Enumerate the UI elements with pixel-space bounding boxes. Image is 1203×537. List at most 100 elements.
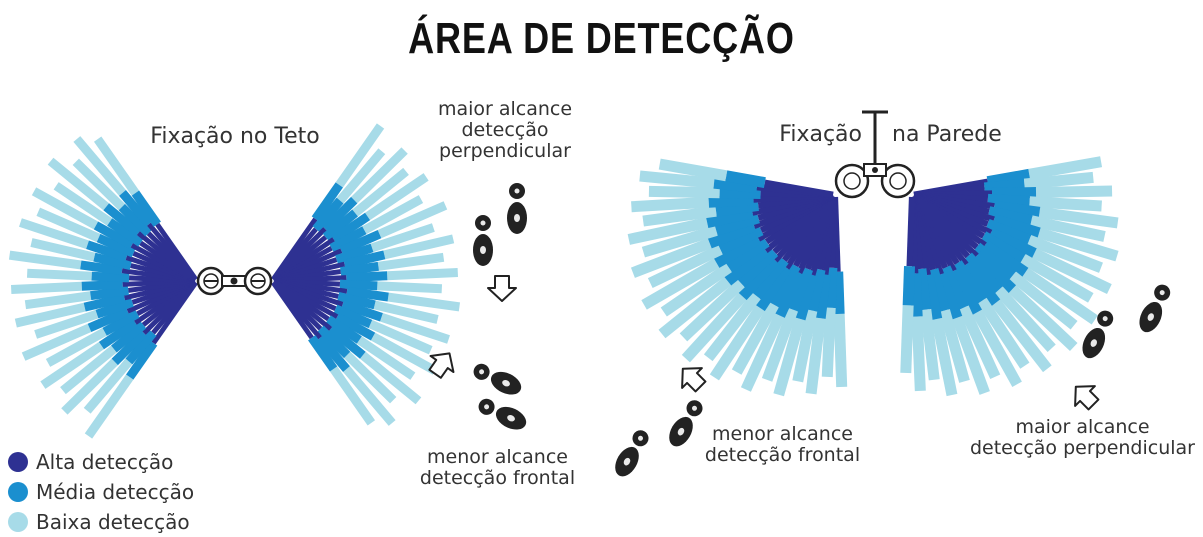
footprint-ceiling-bottom-2 — [478, 398, 527, 430]
ceiling-fan-left-ray — [95, 298, 134, 319]
ceiling-fan-right-ray — [333, 304, 373, 329]
footprint-ceiling-top-2-heel-mark — [480, 220, 486, 226]
wall-fan-left-ray — [755, 264, 792, 312]
wall-fan-right-ray — [1028, 156, 1103, 180]
footprint-wall-left-2-mark — [677, 427, 685, 436]
wall-fan-right-ray — [993, 200, 1041, 218]
ceiling-fan-left-ray — [96, 233, 136, 258]
ceiling-fan-right-ray — [311, 182, 343, 222]
ceiling-fan-right-ray — [351, 147, 408, 204]
footprint-wall-right-2 — [1139, 284, 1171, 333]
footprint-ceiling-bottom-2-heel-mark — [484, 404, 490, 410]
ceiling-fan-left-ray — [31, 187, 99, 230]
ceiling-fan-left-ray — [125, 330, 157, 365]
ceiling-fan-right-ray — [365, 173, 429, 221]
legend-item-medium: Média detecção — [8, 477, 194, 507]
ceiling-fan-right-ray — [341, 300, 383, 322]
ceiling-fan-left-ray — [84, 374, 134, 439]
wall-fan-right-ray — [983, 178, 1025, 194]
ceiling-fan-right-ray — [356, 336, 416, 380]
wall-fan-left-ray — [821, 307, 836, 378]
ceiling-note-top: maior alcance detecção perpendicular — [420, 99, 590, 162]
wall-fan-left-ray — [737, 247, 779, 288]
ceiling-fan-right-ray — [312, 197, 344, 232]
ceiling-fan-right-ray — [377, 252, 445, 271]
wall-fan-left-ray — [679, 279, 745, 342]
wall-fan-left-ray — [719, 187, 761, 200]
ceiling-fan-right-ray — [335, 312, 376, 341]
ceiling-fan-right-ray — [337, 292, 376, 310]
wall-note-right-line2: detecção perpendicular — [969, 437, 1195, 459]
ceiling-fan-left-ray — [60, 345, 117, 395]
wall-fan-right-ray — [1037, 227, 1119, 262]
arrow-ceiling-up-icon-shape — [428, 352, 455, 379]
wall-fan-right-ray — [1020, 254, 1094, 303]
ceiling-fan-left-ray — [155, 222, 198, 281]
ceiling-fan-right-ray — [352, 167, 409, 217]
legend-dot-high — [8, 452, 28, 472]
ceiling-fan-right-ray — [346, 271, 388, 283]
ceiling-fan-left-ray — [91, 271, 130, 283]
wall-fan-left-ray — [724, 246, 770, 286]
arrow-wall-right-icon — [1074, 385, 1100, 411]
wall-fan-left-ray — [627, 217, 709, 245]
wall-fan-left-ray — [648, 185, 720, 199]
ceiling-fan-right-ray — [386, 268, 459, 281]
wall-fan-left-ray — [805, 317, 826, 395]
wall-fan-right-ray — [987, 193, 1030, 208]
ceiling-fan-right-ray — [329, 226, 367, 253]
footprint-ceiling-top-1-mark — [514, 214, 520, 222]
wall-fan-right-ray — [900, 305, 914, 374]
wall-fan-left-ray — [806, 268, 826, 312]
ceiling-fan-right-ray — [387, 292, 461, 312]
wall-fan-right-ray — [1008, 285, 1078, 351]
ceiling-fan-left-ray — [36, 207, 101, 243]
ceiling-fan-left-ray — [80, 260, 123, 276]
ceiling-fan-left-ray — [103, 203, 142, 237]
legend-label-high: Alta detecção — [36, 450, 174, 474]
wall-fan-right-ray — [1032, 248, 1112, 295]
ceiling-note-top-line2: detecção — [461, 119, 549, 141]
ceiling-fan-right-ray — [339, 229, 382, 255]
wall-fan-right-ray — [915, 268, 932, 311]
ceiling-fan-right-ray — [316, 334, 350, 372]
ceiling-fan-left-ray — [53, 182, 113, 226]
ceiling-fan-right-ray — [308, 335, 338, 372]
ceiling-fan-right-ray — [335, 123, 385, 188]
wall-fan-left-ray — [761, 307, 799, 382]
ceiling-fan-right-ray — [383, 234, 455, 260]
ceiling-fan-left-ray — [126, 340, 158, 380]
footprint-wall-left-1-mark — [623, 457, 631, 466]
wall-fan-right-ray — [1023, 171, 1094, 190]
wall-note-left-line1: menor alcance — [712, 423, 853, 445]
ceiling-note-bottom: menor alcance detecção frontal — [405, 447, 590, 489]
wall-fan-left-ray — [718, 225, 764, 255]
wall-fan-left-ray — [814, 273, 831, 319]
ceiling-fan-right-ray — [321, 196, 358, 233]
ceiling-fan-right-ray — [331, 212, 371, 244]
ceiling-fan-left-ray — [90, 286, 129, 301]
wall-fan-left-ray — [731, 302, 779, 375]
wall-fan-right-ray — [961, 261, 1001, 307]
legend: Alta detecção Média detecção Baixa detec… — [8, 447, 194, 537]
ceiling-fan-left-ray — [45, 327, 107, 367]
wall-fan-left-ray — [681, 292, 747, 363]
wall-fan-left-ray — [769, 263, 801, 308]
footprint-wall-left-1 — [615, 430, 649, 477]
footprints-icon — [473, 183, 1171, 477]
wall-fan-left-ray — [639, 170, 715, 189]
footprint-ceiling-bottom-1-heel-mark — [479, 369, 485, 375]
ceiling-fan-right-ray — [329, 366, 376, 426]
wall-fan-left-ray — [641, 258, 720, 310]
wall-fan-right-ray — [980, 231, 1026, 264]
wall-fan-right-ray — [935, 272, 963, 320]
wall-fan-right-ray — [987, 206, 1033, 227]
ceiling-fan-left-ray — [119, 190, 153, 228]
ceiling-fan-left-ray — [93, 252, 132, 270]
ceiling-fan-left-ray — [61, 358, 118, 415]
ceiling-note-bottom-line1: menor alcance — [427, 446, 568, 468]
arrow-ceiling-down-icon — [487, 275, 517, 302]
wall-fan-left-ray — [725, 237, 770, 273]
wall-fan-left-ray — [715, 199, 760, 217]
ceiling-fan-right-ray — [377, 201, 448, 239]
